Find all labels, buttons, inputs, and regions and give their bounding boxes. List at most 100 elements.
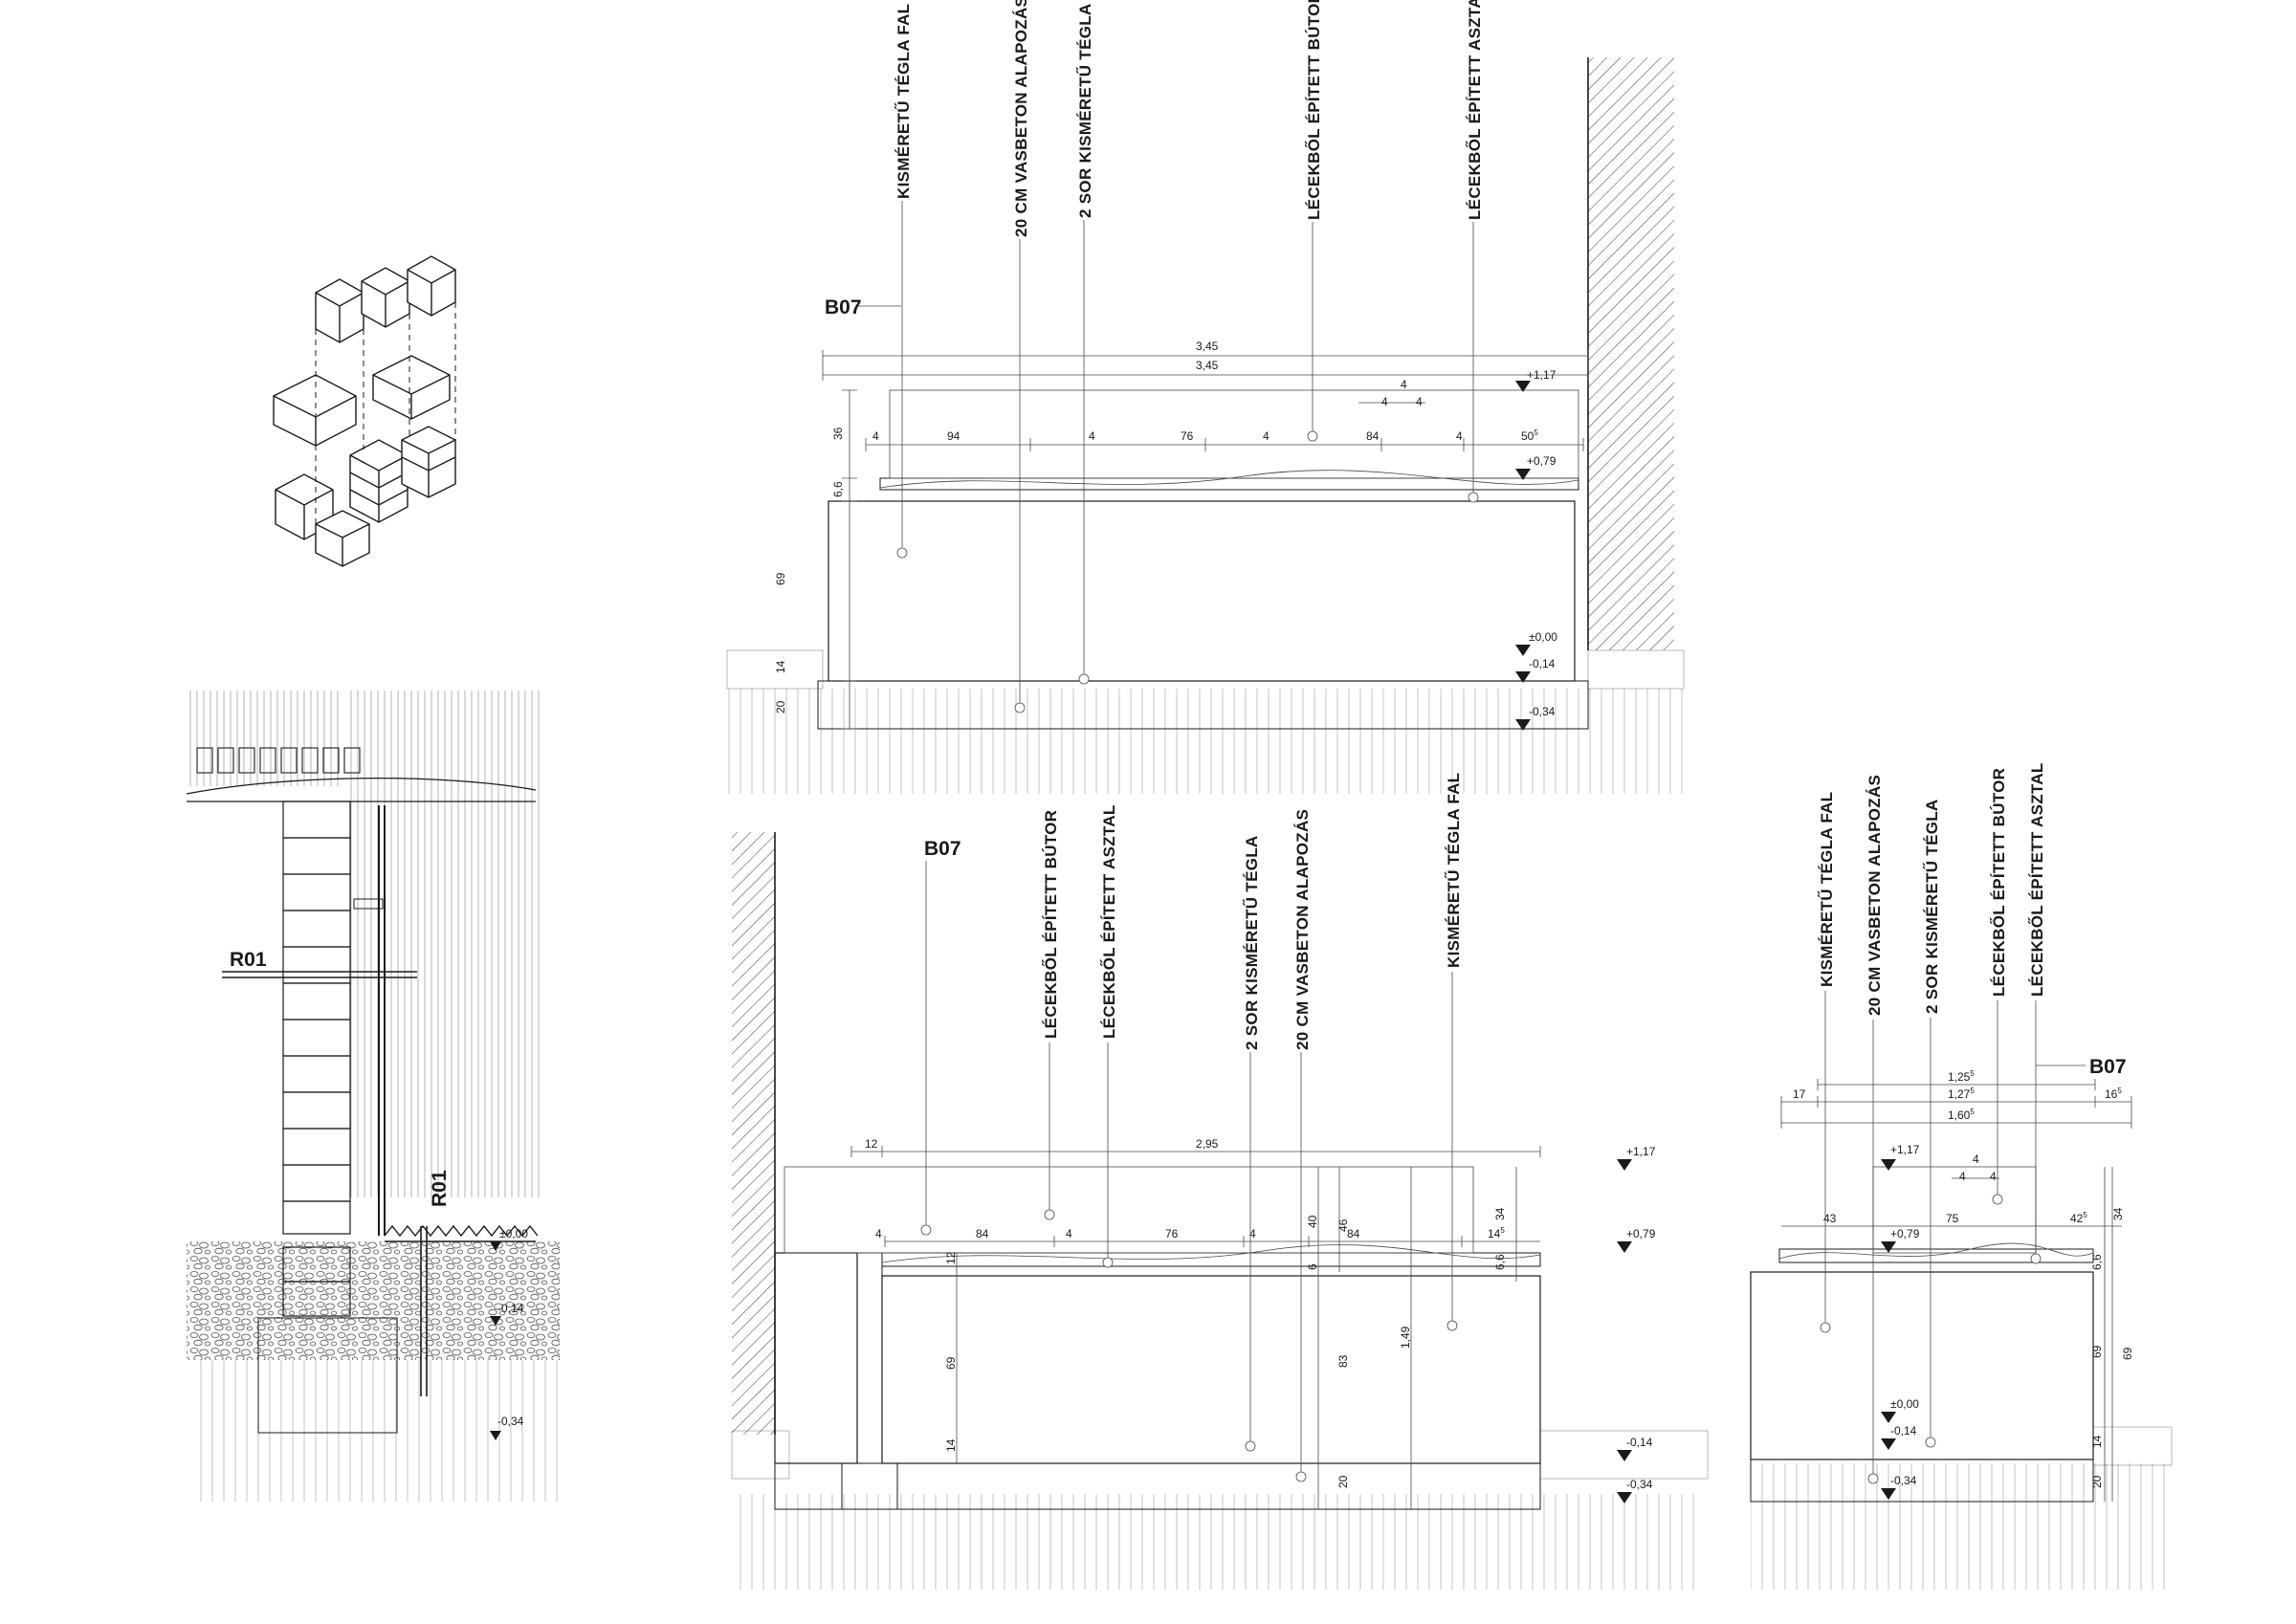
callout-a-foundation: 20 CM VASBETON ALAPOZÁS — [1012, 0, 1030, 237]
callout-b-furniture: LÉCEKBŐL ÉPÍTETT BÚTOR — [1042, 810, 1060, 1039]
dim-c-w3: 1,605 — [1948, 1108, 1975, 1122]
svg-text:+1,17: +1,17 — [1527, 368, 1556, 382]
dim-c-h20: 20 — [2090, 1475, 2104, 1488]
callout-b-table: LÉCEKBŐL ÉPÍTETT ASZTAL — [1100, 804, 1118, 1039]
dim-a-d4: 505 — [1521, 428, 1538, 443]
callout-c-brick-wall: KISMÉRETŰ TÉGLA FAL — [1818, 792, 1836, 987]
svg-text:±0,00: ±0,00 — [1890, 1397, 1919, 1411]
dim-c-h69b: 69 — [2121, 1347, 2134, 1360]
dim-a-h14: 14 — [774, 660, 787, 673]
level-marker-c-2: ±0,00 — [1881, 1397, 1919, 1423]
level-marker-b-3: -0,34 — [1617, 1478, 1653, 1503]
svg-text:-0,34: -0,34 — [1529, 705, 1556, 718]
dim-b-gap-2: 4 — [1066, 1227, 1072, 1240]
level-marker-a-4: -0,34 — [1515, 705, 1556, 731]
section-cut-tag-vertical: R01 — [429, 1170, 451, 1207]
dim-c-slat-b: 4 — [1973, 1152, 1979, 1166]
dim-b-gap-3: 4 — [1249, 1227, 1256, 1240]
elevation-c: 1,255 1,275 1,605 17 165 43 75 425 4 4 4… — [1750, 762, 2173, 1590]
dim-a-total-2: 3,45 — [1196, 359, 1219, 372]
brick-bond-axonometric — [273, 255, 456, 567]
level-marker-a-2: ±0,00 — [1515, 630, 1557, 656]
level-marker-a-3: -0,14 — [1515, 657, 1556, 683]
callout-a-table: LÉCEKBŐL ÉPÍTETT ASZTAL — [1466, 0, 1484, 220]
section-cut-tag-horizontal: R01 — [230, 949, 267, 971]
dim-b-h14: 14 — [944, 1438, 958, 1452]
level-marker-b-1: +0,79 — [1617, 1227, 1656, 1253]
svg-text:-0,14: -0,14 — [1890, 1424, 1917, 1437]
callout-c-brick-rows: 2 SOR KISMÉRETŰ TÉGLA — [1923, 800, 1941, 1015]
svg-text:+0,79: +0,79 — [1626, 1227, 1656, 1240]
svg-text:±0,00: ±0,00 — [1529, 630, 1557, 644]
svg-text:+1,17: +1,17 — [1626, 1145, 1656, 1158]
dim-b-d3: 84 — [1347, 1227, 1360, 1240]
dim-c-l43: 43 — [1823, 1212, 1837, 1225]
tag-c-b07: B07 — [2089, 1056, 2127, 1078]
callout-c-foundation: 20 CM VASBETON ALAPOZÁS — [1866, 775, 1884, 1016]
svg-text:+1,17: +1,17 — [1890, 1143, 1920, 1156]
level-marker-b-2: -0,14 — [1617, 1436, 1653, 1461]
callout-a-brick-wall: KISMÉRETŰ TÉGLA FAL — [894, 4, 913, 199]
callout-b-brick-rows: 2 SOR KISMÉRETŰ TÉGLA — [1243, 836, 1261, 1051]
dim-a-d3: 84 — [1366, 429, 1380, 443]
dim-b-h46: 46 — [1336, 1218, 1350, 1232]
section-detail: R01 R01 ±0,00 -0,14 -0,34 — [186, 691, 560, 1502]
dim-b-h6: 6 — [1306, 1263, 1319, 1270]
svg-text:±0,00: ±0,00 — [499, 1227, 528, 1240]
dim-a-slat-b: 4 — [1401, 378, 1407, 391]
level-marker-c-3: -0,14 — [1881, 1424, 1917, 1450]
callout-b-foundation: 20 CM VASBETON ALAPOZÁS — [1293, 809, 1312, 1050]
svg-text:-0,34: -0,34 — [1626, 1478, 1653, 1491]
level-marker-c-1: +0,79 — [1881, 1227, 1920, 1253]
dim-c-h66: 6,6 — [2090, 1254, 2104, 1270]
elevation-b: 12 2,95 4 84 4 76 4 84 145 12 69 14 40 4… — [731, 773, 1709, 1590]
dim-c-slat-c: 4 — [1990, 1170, 1997, 1183]
level-marker-b-0: +1,17 — [1617, 1145, 1656, 1171]
dim-c-r42: 425 — [2070, 1211, 2087, 1225]
dim-c-h14: 14 — [2090, 1435, 2104, 1448]
tag-b-b07: B07 — [924, 838, 961, 860]
callout-a-brick-rows: 2 SOR KISMÉRETŰ TÉGLA — [1076, 4, 1094, 219]
svg-text:-0,14: -0,14 — [497, 1302, 524, 1315]
dim-a-d1: 94 — [947, 429, 960, 443]
dim-c-r16: 165 — [2105, 1086, 2122, 1101]
svg-text:-0,34: -0,34 — [1890, 1474, 1917, 1487]
dim-b-h34: 34 — [1493, 1207, 1507, 1220]
dim-b-h20: 20 — [1336, 1475, 1350, 1488]
dim-a-d2: 76 — [1181, 429, 1194, 443]
level-marker-detail-0: ±0,00 — [490, 1227, 528, 1251]
dim-b-h12: 12 — [944, 1251, 958, 1264]
dim-b-d1: 84 — [976, 1227, 989, 1240]
svg-text:-0,34: -0,34 — [497, 1415, 524, 1428]
dim-a-h20: 20 — [774, 700, 787, 713]
callout-c-furniture: LÉCEKBŐL ÉPÍTETT BÚTOR — [1990, 768, 2008, 997]
level-marker-c-4: -0,34 — [1881, 1474, 1917, 1500]
level-marker-detail-1: -0,14 — [490, 1302, 524, 1326]
tag-a-b07: B07 — [825, 296, 862, 318]
callout-c-table: LÉCEKBŐL ÉPÍTETT ASZTAL — [2028, 762, 2046, 997]
dim-a-total-1: 3,45 — [1196, 340, 1219, 353]
dim-c-h69a: 69 — [2090, 1345, 2104, 1358]
svg-text:+0,79: +0,79 — [1890, 1227, 1920, 1240]
dim-a-slat-a: 4 — [1381, 395, 1388, 408]
svg-text:-0,14: -0,14 — [1626, 1436, 1653, 1449]
level-marker-detail-2: -0,34 — [490, 1415, 524, 1440]
dim-b-w12: 12 — [865, 1137, 878, 1151]
dim-a-h66: 6,6 — [831, 481, 845, 497]
dim-c-l17: 17 — [1793, 1087, 1806, 1101]
level-marker-a-1: +0,79 — [1515, 454, 1556, 480]
level-marker-c-0: +1,17 — [1881, 1143, 1920, 1171]
dim-b-h40: 40 — [1306, 1215, 1319, 1228]
svg-text:+0,79: +0,79 — [1527, 454, 1556, 468]
dim-c-w2: 1,275 — [1948, 1086, 1975, 1101]
dim-a-gap-4: 4 — [1456, 429, 1463, 443]
callout-b-brick-wall: KISMÉRETŰ TÉGLA FAL — [1445, 773, 1463, 968]
dim-b-gap-1: 4 — [875, 1227, 882, 1240]
dim-b-h69: 69 — [944, 1356, 958, 1370]
dim-c-m75: 75 — [1946, 1212, 1959, 1225]
dim-c-w1: 1,255 — [1948, 1069, 1975, 1084]
dim-a-h69: 69 — [774, 572, 787, 585]
level-marker-a-0: +1,17 — [1515, 368, 1556, 392]
dim-a-gap-1: 4 — [872, 429, 879, 443]
